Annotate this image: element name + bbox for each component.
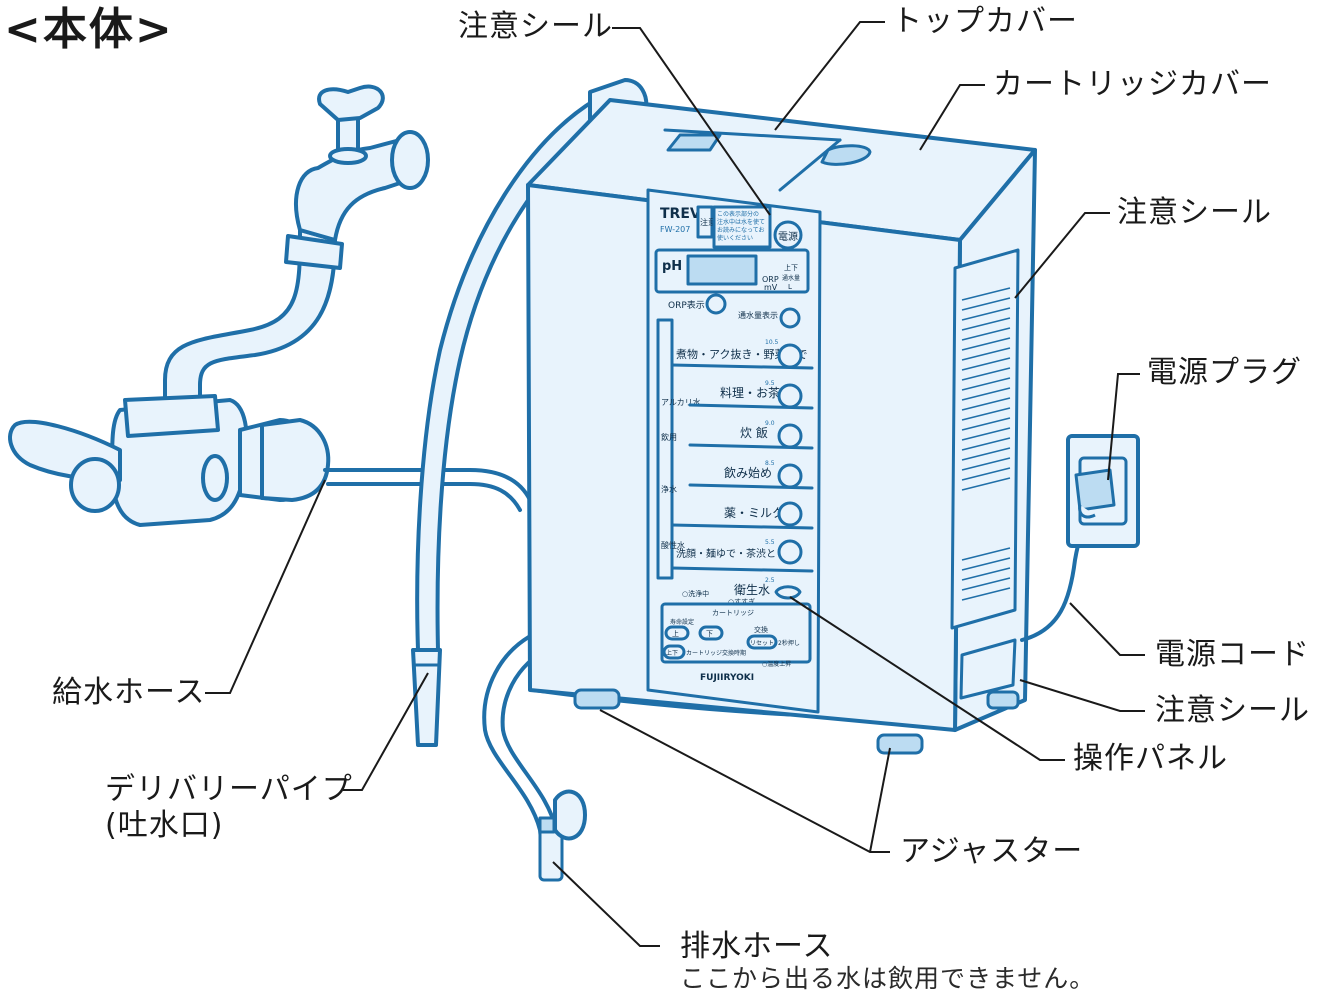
panel-side-acid: 酸性水 xyxy=(661,540,685,550)
panel-rinse: ○すすぎ xyxy=(728,597,755,606)
panel-flow-l: L xyxy=(788,283,792,291)
supply-hose xyxy=(323,467,532,502)
mode-7-ph: 2.5 xyxy=(765,577,775,584)
mode-4-name: 飲み始め xyxy=(724,465,772,480)
panel-cartridge-time: カートリッジ交換時期 xyxy=(686,649,746,657)
panel-caution-line-1: この表示部分の xyxy=(717,210,759,218)
label-power-cord: 電源コード xyxy=(1155,637,1310,672)
ionizer-body xyxy=(526,98,1102,755)
label-top-cover: トップカバー xyxy=(892,4,1078,39)
label-drain-hose: 排水ホース xyxy=(680,929,834,964)
page-title: <本体> xyxy=(4,4,174,55)
panel-cartridge-label: カートリッジ xyxy=(712,609,754,617)
panel-caution-line-2: 注水中は水を使て xyxy=(717,218,765,226)
label-drain-note: ここから出る水は飲用できません。 xyxy=(680,964,1096,993)
mode-2-ph: 9.5 xyxy=(765,380,775,387)
mode-2-name: 料理・お茶 xyxy=(720,385,780,400)
operation-panel: TREVI FW-207 注意 この表示部分の 注水中は水を使て お読みになって… xyxy=(646,188,822,714)
faucet xyxy=(8,84,430,527)
panel-life-up: 上 xyxy=(672,629,679,638)
panel-caution-line-4: 使いください xyxy=(717,234,753,242)
label-caution-seal-side: 注意シール xyxy=(1117,195,1272,230)
panel-reset-note: 2秒押し xyxy=(778,639,800,647)
label-delivery-pipe: デリバリーパイプ xyxy=(105,772,353,807)
leader-lines xyxy=(205,21,1145,947)
panel-maker: FUJIIRYOKI xyxy=(700,673,754,683)
panel-flow-unit: 通水量 xyxy=(782,274,800,282)
panel-temp-up: ○温度上昇 xyxy=(762,660,791,668)
panel-power-label: 電源 xyxy=(778,230,798,243)
mode-1-ph: 10.5 xyxy=(765,339,779,346)
label-adjuster: アジャスター xyxy=(900,834,1084,869)
panel-side-pure: 浄水 xyxy=(661,484,677,494)
panel-caution-line-3: お読みになってお xyxy=(717,226,765,234)
panel-updown: 上下 xyxy=(666,649,678,657)
panel-exchange: 交換 xyxy=(754,625,768,634)
label-caution-seal-bottom: 注意シール xyxy=(1155,693,1310,728)
panel-washing: ○洗浄中 xyxy=(682,589,709,598)
label-delivery-pipe-sub: (吐水口) xyxy=(105,808,224,843)
label-operation-panel: 操作パネル xyxy=(1073,741,1228,776)
mode-7-name: 衛生水 xyxy=(734,583,770,597)
panel-flow-display: 通水量表示 xyxy=(738,310,778,320)
mode-4-ph: 8.5 xyxy=(765,460,775,467)
panel-ph-label: pH xyxy=(662,259,682,274)
panel-mv-label: mV xyxy=(764,283,778,292)
panel-life-setting: 寿命設定 xyxy=(670,618,694,626)
label-caution-seal-top: 注意シール xyxy=(458,9,613,44)
panel-side-alkaline: アルカリ水 xyxy=(661,397,701,407)
mode-5-name: 薬・ミルク xyxy=(724,506,784,520)
panel-life-down: 下 xyxy=(706,630,713,638)
mode-3-ph: 9.0 xyxy=(765,420,775,427)
label-power-plug: 電源プラグ xyxy=(1147,355,1302,390)
drain-hose xyxy=(482,630,587,882)
panel-orp-display: ORP表示 xyxy=(668,299,705,311)
panel-brand: TREVI xyxy=(660,206,706,222)
mode-6-name: 洗顔・麺ゆで・茶渋とり xyxy=(676,547,786,560)
panel-side-drink: 飲用 xyxy=(661,432,677,442)
mode-6-ph: 5.5 xyxy=(765,539,775,546)
mode-3-name: 炊 飯 xyxy=(740,425,768,440)
wall-outlet xyxy=(1066,434,1140,548)
label-cartridge-cover: カートリッジカバー xyxy=(993,67,1272,102)
panel-flow-top: 上下 xyxy=(784,263,798,272)
panel-model: FW-207 xyxy=(660,225,690,234)
panel-reset: リセット xyxy=(750,640,774,647)
panel-caution-mark: 注意 xyxy=(700,217,716,227)
panel-orp-label: ORP xyxy=(762,275,779,284)
label-supply-hose: 給水ホース xyxy=(52,675,206,710)
mode-1-name: 煮物・アク抜き・野菜ゆで xyxy=(676,347,807,361)
